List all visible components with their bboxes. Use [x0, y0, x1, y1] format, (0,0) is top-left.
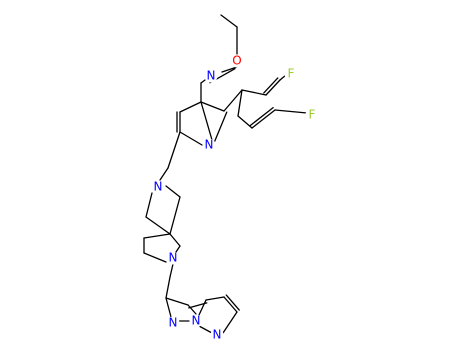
bond-single — [223, 89, 243, 112]
atom-n-pyrazole: N — [166, 316, 180, 330]
bond-single — [251, 109, 276, 129]
bond-double-inner — [225, 294, 240, 311]
bond-single — [200, 79, 206, 84]
atom-n-pyridazine-label: N — [213, 328, 222, 342]
bond-single — [165, 185, 181, 198]
atom-n-bridge-label: N — [192, 314, 201, 328]
atom-o-ether: O — [230, 54, 244, 68]
atom-n-oxime-label: N — [207, 69, 216, 83]
bond-double-inner — [263, 77, 279, 94]
bond-single — [145, 216, 171, 235]
bond-single — [265, 79, 281, 96]
atom-n-oxime: N — [204, 69, 218, 83]
bond-single — [143, 233, 171, 239]
bond-single — [175, 245, 181, 253]
bond-single — [179, 101, 202, 113]
bond-single — [220, 14, 238, 28]
bond-double-inner — [249, 106, 274, 127]
bond-single — [205, 296, 225, 301]
atom-n-spiro-upper-label: N — [154, 180, 163, 194]
bond-single — [167, 131, 181, 169]
atom-f-upper-label: F — [288, 67, 295, 81]
atom-n-spiro-lower-label: N — [169, 251, 178, 265]
bond-single — [159, 167, 169, 181]
bond-single — [165, 297, 189, 306]
atom-f-lower: F — [305, 108, 319, 122]
bond-single — [200, 101, 225, 112]
bond-single — [274, 109, 308, 114]
bond-single — [165, 276, 171, 299]
bond-single — [221, 66, 238, 73]
atom-n-pyrazole-label: N — [169, 316, 178, 330]
bond-single — [165, 297, 172, 318]
atom-n-bridge: N — [189, 314, 203, 328]
bond-lines — [143, 14, 308, 334]
bond-single — [169, 196, 181, 235]
bond-single — [143, 252, 167, 263]
bond-double-inner — [214, 111, 228, 142]
atom-n-spiro-upper: N — [151, 180, 165, 194]
bond-double-inner — [188, 302, 208, 309]
atom-f-lower-label: F — [309, 108, 316, 122]
atom-n-pyridazine: N — [210, 328, 224, 342]
bond-single — [145, 192, 153, 218]
bond-single — [198, 325, 213, 334]
atom-n-pyridine-label: N — [205, 138, 214, 152]
bond-single — [241, 89, 267, 96]
bond-single — [169, 233, 181, 247]
atom-f-upper: F — [284, 67, 298, 81]
atom-n-pyridine: N — [202, 138, 216, 152]
bond-single — [223, 296, 238, 313]
bond-single — [198, 299, 207, 316]
bond-single — [169, 263, 174, 278]
atom-labels: O N F F N N N N — [151, 54, 319, 342]
atom-n-spiro-lower: N — [166, 251, 180, 265]
bond-single — [237, 89, 243, 117]
bond-single — [187, 304, 197, 315]
bond-single — [222, 311, 238, 334]
bond-single — [200, 101, 213, 141]
bond-single — [179, 131, 203, 146]
atom-o-ether-label: O — [232, 54, 241, 68]
